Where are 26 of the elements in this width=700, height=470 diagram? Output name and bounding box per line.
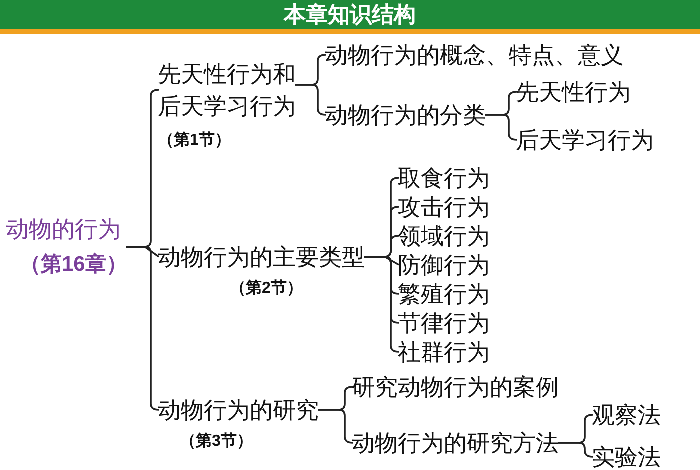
- brace: [558, 442, 594, 458]
- topic-text: 繁殖行为: [398, 281, 490, 307]
- section-label: （第3节）: [180, 432, 253, 452]
- topic-text: 攻击行为: [398, 194, 490, 220]
- topic-text: 后天学习行为: [516, 127, 654, 153]
- topic-text: 领域行为: [398, 223, 490, 249]
- topic-text: 实验法: [592, 444, 661, 470]
- topic-text: 先天性行为和后天学习行为: [158, 60, 296, 121]
- topic-text: 观察法: [592, 402, 661, 428]
- topic-text: 社群行为: [398, 339, 490, 365]
- topic-text: 动物行为的主要类型: [158, 244, 365, 270]
- topic-text: 动物行为的分类: [325, 102, 486, 128]
- topic-text: 节律行为: [398, 310, 490, 336]
- section-label: （第2节）: [230, 278, 303, 299]
- topic-text: 取食行为: [398, 165, 490, 191]
- topic-text: 动物的行为: [6, 216, 122, 242]
- topic-text: 研究动物行为的案例: [352, 374, 559, 400]
- section-label: （第16章）: [20, 252, 128, 278]
- topic-text: 动物行为的研究方法: [352, 430, 559, 456]
- brace: [485, 114, 518, 141]
- section-label: （第1节）: [158, 130, 231, 151]
- topic-text: 先天性行为: [516, 79, 631, 105]
- topic-text: 动物行为的概念、特点、意义: [325, 42, 624, 68]
- topic-text: 动物行为的研究: [158, 397, 319, 423]
- title: 本章知识结构: [284, 2, 416, 27]
- topic-text: 防御行为: [398, 252, 490, 278]
